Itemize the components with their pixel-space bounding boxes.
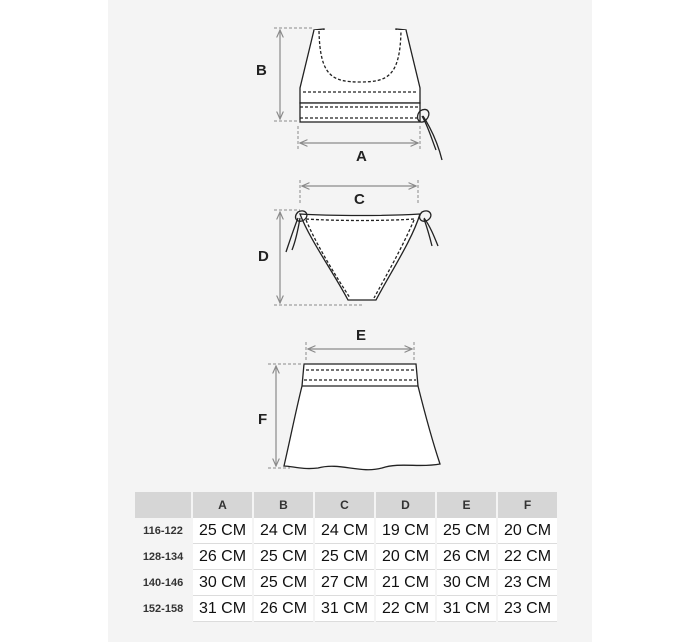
dimension-b-label: B	[256, 62, 267, 79]
dimension-d-arrow	[274, 209, 362, 306]
dimension-a-label: A	[356, 148, 367, 165]
table-cell: 25 CM	[254, 570, 313, 596]
table-cell: 26 CM	[254, 596, 313, 622]
table-header-a: A	[193, 492, 252, 518]
table-header-c: C	[315, 492, 374, 518]
table-cell: 22 CM	[376, 596, 435, 622]
dimension-e-label: E	[356, 327, 366, 344]
dimension-a-arrow	[297, 126, 421, 150]
table-header-row: A B C D E F	[135, 492, 557, 518]
table-cell: 20 CM	[498, 518, 557, 544]
bikini-bottom-drawing	[285, 210, 439, 301]
size-label: 116-122	[135, 518, 191, 544]
table-cell: 21 CM	[376, 570, 435, 596]
table-cell: 23 CM	[498, 570, 557, 596]
table-cell: 31 CM	[315, 596, 374, 622]
dimension-c-label: C	[354, 191, 365, 208]
size-guide-figure: A B C D E	[256, 27, 443, 471]
table-cell: 26 CM	[193, 544, 252, 570]
table-row: 128-134 26 CM 25 CM 25 CM 20 CM 26 CM 22…	[135, 544, 557, 570]
skirt-drawing	[283, 363, 441, 471]
table-row: 140-146 30 CM 25 CM 27 CM 21 CM 30 CM 23…	[135, 570, 557, 596]
table-cell: 22 CM	[498, 544, 557, 570]
table-cell: 31 CM	[437, 596, 496, 622]
size-label: 140-146	[135, 570, 191, 596]
dimension-c-arrow	[299, 180, 419, 205]
table-row: 152-158 31 CM 26 CM 31 CM 22 CM 31 CM 23…	[135, 596, 557, 622]
table-cell: 23 CM	[498, 596, 557, 622]
table-cell: 25 CM	[437, 518, 496, 544]
table-cell: 19 CM	[376, 518, 435, 544]
crop-top-drawing	[299, 28, 443, 161]
table-cell: 30 CM	[193, 570, 252, 596]
table-cell: 31 CM	[193, 596, 252, 622]
dimension-f-arrow	[268, 363, 304, 469]
table-cell: 24 CM	[254, 518, 313, 544]
table-cell: 20 CM	[376, 544, 435, 570]
table-header-f: F	[498, 492, 557, 518]
size-label: 152-158	[135, 596, 191, 622]
dimension-d-label: D	[258, 248, 269, 265]
table-header-e: E	[437, 492, 496, 518]
dimension-f-label: F	[258, 411, 267, 428]
size-table: A B C D E F 116-122 25 CM 24 CM 24 CM 19…	[133, 492, 559, 622]
table-cell: 30 CM	[437, 570, 496, 596]
table-row: 116-122 25 CM 24 CM 24 CM 19 CM 25 CM 20…	[135, 518, 557, 544]
table-header-corner	[135, 492, 191, 518]
size-label: 128-134	[135, 544, 191, 570]
table-cell: 26 CM	[437, 544, 496, 570]
table-cell: 25 CM	[193, 518, 252, 544]
table-cell: 25 CM	[254, 544, 313, 570]
dimension-b-arrow	[274, 27, 312, 122]
table-cell: 24 CM	[315, 518, 374, 544]
table-cell: 27 CM	[315, 570, 374, 596]
table-header-b: B	[254, 492, 313, 518]
table-cell: 25 CM	[315, 544, 374, 570]
dimension-e-arrow	[305, 342, 415, 360]
table-header-d: D	[376, 492, 435, 518]
